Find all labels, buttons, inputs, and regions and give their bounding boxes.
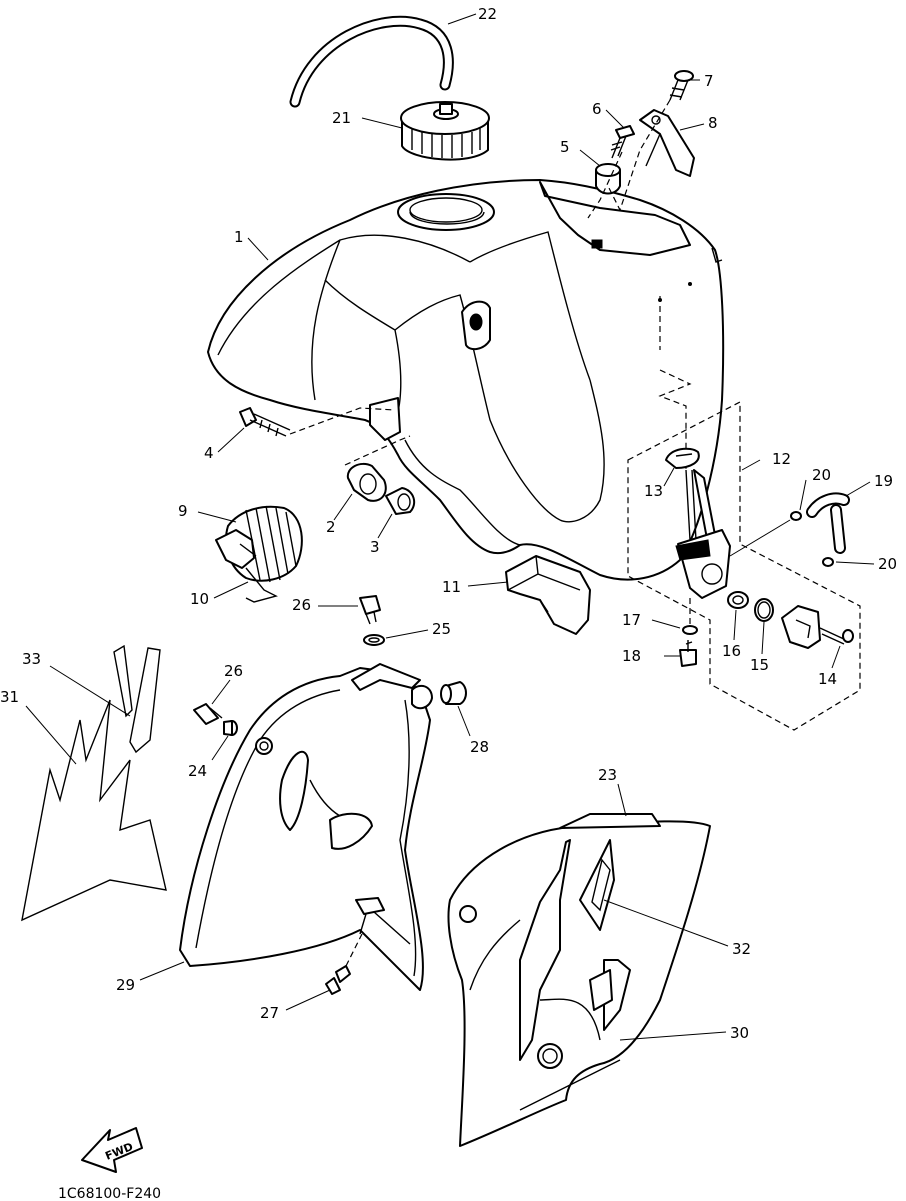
part-26-bolt-b: [193, 703, 223, 725]
callout-12: 12: [772, 450, 791, 468]
callout-32: 32: [732, 940, 751, 958]
part-29-side-cover-left: [179, 663, 433, 991]
callout-29: 29: [116, 976, 135, 994]
part-14-lever-assy: [781, 605, 854, 649]
callout-20-upper: 20: [812, 466, 831, 484]
part-6-bolt: [610, 125, 635, 159]
callout-21: 21: [332, 109, 351, 127]
callout-26-upper: 26: [292, 596, 311, 614]
callout-19: 19: [874, 472, 893, 490]
part-12-fuel-cock-box: [627, 401, 861, 731]
part-8-bracket: [639, 109, 695, 177]
part-13-fuel-cock: [665, 447, 731, 599]
part-31-graphic-left: [21, 699, 167, 922]
callouts: 22 21 7 6 8 5 1 4 9 10 2 3 11 12 13 20 1…: [0, 5, 897, 1042]
callout-10: 10: [190, 590, 209, 608]
callout-15: 15: [750, 656, 769, 674]
part-32-emblem: [591, 858, 611, 912]
part-33-graphic-stripe: [113, 644, 161, 754]
callout-25: 25: [432, 620, 451, 638]
part-20-clip-b: [822, 557, 834, 567]
part-20-clip-a: [790, 511, 802, 521]
callout-16: 16: [722, 642, 741, 660]
part-26-bolt-a: [359, 595, 381, 625]
part-4-bolt: [239, 407, 291, 437]
callout-11: 11: [442, 578, 461, 596]
callout-4: 4: [204, 444, 214, 462]
fwd-arrow: FWD: [81, 1127, 143, 1173]
part-21-fuel-cap: [400, 101, 490, 161]
part-24-collar: [223, 720, 238, 736]
callout-3: 3: [370, 538, 380, 556]
part-15-o-ring: [754, 598, 774, 622]
callout-2: 2: [326, 518, 336, 536]
part-7-bolt: [669, 70, 694, 101]
callout-17: 17: [622, 611, 641, 629]
diagram-code: 1C68100-F240: [58, 1186, 161, 1201]
part-5-damper: [595, 163, 621, 195]
part-17-washer: [682, 625, 698, 635]
callout-6: 6: [592, 100, 602, 118]
callout-27: 27: [260, 1004, 279, 1022]
part-2-damper: [346, 462, 387, 502]
callout-26-lower: 26: [224, 662, 243, 680]
leader-lines: [25, 13, 875, 1041]
callout-1: 1: [234, 228, 244, 246]
callout-28: 28: [470, 738, 489, 756]
callout-20-lower: 20: [878, 555, 897, 573]
callout-7: 7: [704, 72, 714, 90]
callout-9: 9: [178, 502, 188, 520]
part-11-cover: [505, 555, 591, 635]
callout-23: 23: [598, 766, 617, 784]
part-10-band: [215, 529, 278, 603]
callout-13: 13: [644, 482, 663, 500]
callout-18: 18: [622, 647, 641, 665]
part-18-bolt: [679, 640, 697, 667]
callout-31: 31: [0, 688, 19, 706]
callout-22: 22: [478, 5, 497, 23]
callout-14: 14: [818, 670, 837, 688]
part-19-hose: [806, 492, 850, 554]
part-22-breather-hose: [289, 15, 454, 108]
part-16-packing: [727, 591, 749, 609]
part-1-fuel-tank: [207, 179, 725, 581]
part-25-washer: [363, 634, 385, 646]
callout-33: 33: [22, 650, 41, 668]
callout-8: 8: [708, 114, 718, 132]
part-30-side-cover-right: [447, 813, 711, 1147]
callout-5: 5: [560, 138, 570, 156]
callout-30: 30: [730, 1024, 749, 1042]
callout-24: 24: [188, 762, 207, 780]
part-27-screw: [325, 965, 351, 995]
part-3-collar: [385, 487, 416, 515]
part-28-damper: [440, 681, 467, 705]
